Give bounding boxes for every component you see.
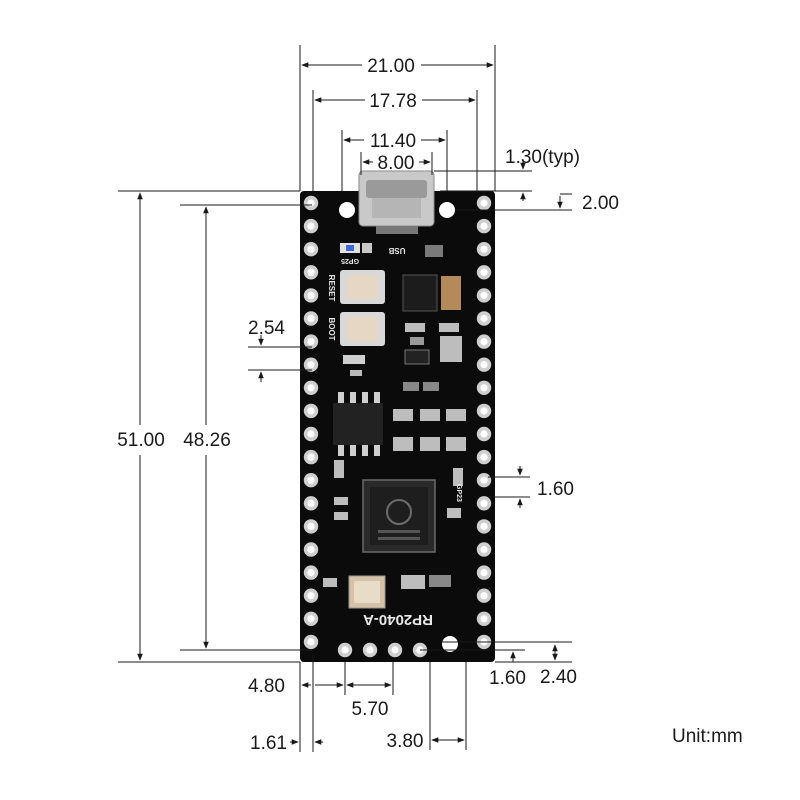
pin-right: [476, 380, 492, 395]
pin-column-left: [303, 195, 319, 650]
dim-bottom-pad-spacing: 5.70: [352, 699, 389, 720]
pcb-board: USB GP25 RESET BOOT GP23 RP2040-A: [300, 170, 495, 662]
pin-left: [303, 311, 319, 326]
pin-left: [303, 265, 319, 280]
pin-right: [476, 426, 492, 442]
dimension-labels: 21.00 17.78 11.40 8.00 1.30(typ) 2.00 2.…: [117, 56, 619, 754]
pin-left: [303, 473, 319, 488]
pin-right: [476, 611, 492, 626]
pin-left: [303, 542, 319, 557]
dim-pin-hole-diameter: 1.60: [537, 479, 574, 500]
dim-bottom-pin-offset: 1.60: [489, 668, 526, 689]
dim-pin-pitch: 2.54: [248, 318, 285, 339]
pin-column-right: [476, 195, 492, 650]
pin-right: [476, 588, 492, 603]
pin-left: [303, 288, 319, 303]
flash-chip: [333, 392, 383, 456]
pin-left: [303, 218, 319, 234]
pin-right: [476, 242, 492, 257]
crystal-oscillator: [348, 575, 386, 609]
pin-right: [476, 311, 492, 326]
silk-reset-label: RESET: [327, 275, 336, 302]
pin-left: [303, 195, 319, 211]
dim-hole-spacing: 11.40: [370, 131, 416, 152]
boot-button: [340, 312, 385, 346]
mounting-hole-bottom: [442, 636, 458, 652]
pin-right: [476, 334, 492, 349]
pin-bottom: [362, 642, 378, 658]
pin-right: [476, 265, 492, 280]
silk-boot-label: BOOT: [327, 317, 336, 340]
pin-left: [303, 334, 319, 349]
pin-left: [303, 634, 319, 650]
pin-left: [303, 357, 319, 372]
rp2040-chip: [362, 479, 436, 553]
pcb-outline: [300, 191, 495, 662]
dim-usb-width: 8.00: [378, 153, 415, 174]
pin-left: [303, 519, 319, 534]
dim-usb-overhang: 1.30(typ): [505, 147, 580, 168]
led-gp25: [340, 243, 372, 253]
pin-right: [476, 542, 492, 557]
dim-bottom-hole-spacing: 3.80: [387, 731, 424, 752]
dim-pin-row-spacing: 17.78: [369, 91, 417, 112]
usb-connector: [358, 170, 435, 234]
pin-right: [476, 519, 492, 534]
pin-left: [303, 403, 319, 419]
silk-gp25-label: GP25: [341, 257, 359, 264]
pin-right: [476, 218, 492, 234]
dim-pin-column-length: 48.26: [183, 430, 231, 451]
voltage-regulator: [402, 245, 461, 312]
pin-right: [476, 357, 492, 372]
silk-gp23-label: GP23: [455, 484, 462, 502]
reset-button: [340, 270, 385, 304]
pin-right: [476, 449, 492, 465]
pin-left: [303, 242, 319, 257]
pin-right: [476, 403, 492, 419]
dim-board-width: 21.00: [367, 56, 415, 77]
mounting-hole-right: [439, 202, 455, 218]
mounting-hole-left: [339, 202, 355, 218]
pin-right: [476, 496, 492, 511]
dim-left-offset-a: 4.80: [248, 676, 285, 697]
passive-components: [323, 323, 466, 589]
dim-bottom-hole-offset: 2.40: [540, 667, 577, 688]
raspberry-logo-icon: [386, 499, 412, 525]
pin-left: [303, 611, 319, 626]
dimension-lines: [118, 45, 572, 752]
pin-left: [303, 588, 319, 603]
pin-right: [476, 195, 492, 211]
pin-row-bottom: [337, 642, 428, 658]
pin-bottom: [387, 642, 403, 658]
pin-right: [476, 473, 492, 488]
pin-left: [303, 380, 319, 395]
pin-left: [303, 449, 319, 465]
pin-right: [476, 288, 492, 303]
board-name-label: RP2040-A: [363, 611, 433, 628]
pin-left: [303, 426, 319, 442]
silk-usb-label: USB: [388, 246, 405, 255]
unit-label: Unit:mm: [672, 726, 743, 747]
pin-left: [303, 496, 319, 511]
dim-left-offset-b: 1.61: [250, 733, 287, 754]
pin-bottom: [337, 642, 353, 658]
dim-hole-offset-top: 2.00: [582, 193, 619, 214]
pin-left: [303, 565, 319, 580]
dim-board-length: 51.00: [117, 430, 165, 451]
pin-right: [476, 565, 492, 580]
